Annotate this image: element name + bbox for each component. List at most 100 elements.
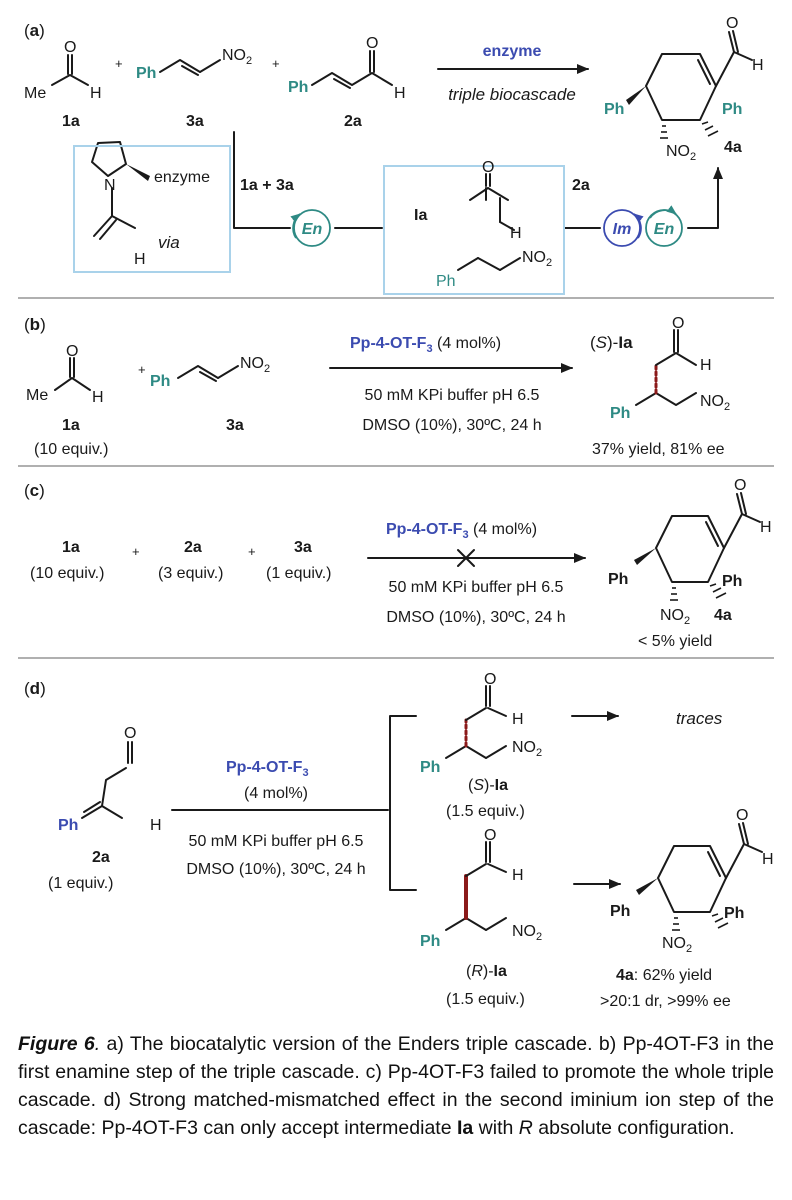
label-equiv: (3 equiv.) bbox=[158, 565, 224, 582]
atom-o: O bbox=[734, 477, 746, 494]
label-4a: 4a bbox=[724, 139, 742, 156]
atom-no2: NO2 bbox=[700, 393, 730, 413]
figure-caption: Figure 6. a) The biocatalytic version of… bbox=[18, 1033, 774, 1139]
atom-no2: NO2 bbox=[512, 923, 542, 943]
panel-d-structures bbox=[81, 685, 763, 931]
product-selectivity: >20:1 dr, >99% ee bbox=[600, 993, 731, 1010]
atom-h: H bbox=[510, 225, 522, 242]
label-enzyme: enzyme bbox=[483, 43, 542, 60]
atom-h: H bbox=[762, 851, 774, 868]
line-a-branch bbox=[233, 131, 291, 229]
atom-o: O bbox=[66, 343, 78, 360]
atom-o: O bbox=[484, 671, 496, 688]
atom-h: H bbox=[760, 519, 772, 536]
atom-o: O bbox=[672, 315, 684, 332]
svg-text:+: + bbox=[248, 544, 256, 559]
atom-o: O bbox=[726, 15, 738, 32]
atom-no2: NO2 bbox=[522, 249, 552, 269]
svg-text:En: En bbox=[654, 221, 675, 238]
label-3a: 3a bbox=[226, 417, 244, 434]
svg-text:+: + bbox=[115, 56, 123, 71]
atom-no2: NO2 bbox=[666, 143, 696, 163]
atom-no2: NO2 bbox=[240, 355, 270, 375]
enamine-box bbox=[73, 145, 231, 273]
atom-h: H bbox=[394, 85, 406, 102]
panel-d-tag: (d) bbox=[24, 679, 46, 698]
atom-ph: Ph bbox=[420, 933, 440, 950]
atom-ph: Ph bbox=[150, 373, 170, 390]
condition-1: 50 mM KPi buffer pH 6.5 bbox=[189, 833, 364, 850]
catalyst-loading: (4 mol%) bbox=[244, 785, 308, 802]
atom-ph: Ph bbox=[58, 817, 78, 834]
atom-ph: Ph bbox=[722, 101, 742, 118]
atom-ph: Ph bbox=[288, 79, 308, 96]
catalyst-label: Pp-4-OT-F3 (4 mol%) bbox=[386, 521, 537, 541]
traces-label: traces bbox=[676, 709, 723, 728]
arrow-a-return bbox=[687, 167, 723, 229]
atom-me: Me bbox=[24, 85, 46, 102]
condition-1: 50 mM KPi buffer pH 6.5 bbox=[389, 579, 564, 596]
panel-c-tag: (c) bbox=[24, 481, 45, 500]
atom-ph: Ph bbox=[610, 405, 630, 422]
label-3a: 3a bbox=[294, 539, 312, 556]
atom-h: H bbox=[150, 817, 162, 834]
atom-o: O bbox=[124, 725, 136, 742]
label-1a: 1a bbox=[62, 417, 80, 434]
bracket-d bbox=[389, 715, 417, 891]
panel-c-structures bbox=[655, 492, 761, 583]
label-2a: 2a bbox=[184, 539, 202, 556]
svg-text:Im: Im bbox=[613, 221, 632, 238]
atom-ph: Ph bbox=[610, 903, 630, 920]
atom-o: O bbox=[64, 39, 76, 56]
atom-ph: Ph bbox=[722, 573, 742, 590]
atom-o: O bbox=[482, 159, 494, 176]
wedge-bond bbox=[626, 86, 646, 105]
atom-ph: Ph bbox=[604, 101, 624, 118]
atom-no2: NO2 bbox=[662, 935, 692, 955]
atom-h: H bbox=[512, 867, 524, 884]
panel-b-structures bbox=[54, 329, 697, 406]
label-2a: 2a bbox=[344, 113, 362, 130]
atom-no2: NO2 bbox=[512, 739, 542, 759]
result-text: < 5% yield bbox=[638, 633, 712, 650]
condition-2: DMSO (10%), 30ºC, 24 h bbox=[386, 609, 565, 626]
en-circle-2: En bbox=[645, 205, 683, 247]
wedge-bond bbox=[126, 164, 150, 181]
label-3a: 3a bbox=[186, 113, 204, 130]
label-via: via bbox=[158, 233, 180, 252]
atom-no2: NO2 bbox=[222, 47, 252, 67]
catalyst-label: Pp-4-OT-F3 (4 mol%) bbox=[350, 335, 501, 355]
atom-n: N bbox=[104, 177, 116, 194]
result-text: 37% yield, 81% ee bbox=[592, 441, 725, 458]
catalyst-label: Pp-4-OT-F3 bbox=[226, 759, 309, 779]
label-step2: 2a bbox=[572, 177, 590, 194]
intermediate-box bbox=[383, 165, 565, 295]
svg-text:+: + bbox=[138, 362, 146, 377]
product-yield: 4a: 62% yield bbox=[616, 967, 712, 984]
atom-h: H bbox=[92, 389, 104, 406]
label-1a: 1a bbox=[62, 113, 80, 130]
atom-ph: Ph bbox=[608, 571, 628, 588]
atom-h: H bbox=[134, 251, 146, 268]
atom-ph: Ph bbox=[420, 759, 440, 776]
panel-a-structures bbox=[51, 30, 753, 271]
svg-text:En: En bbox=[302, 221, 323, 238]
atom-h: H bbox=[512, 711, 524, 728]
atom-no2: NO2 bbox=[660, 607, 690, 627]
condition-2: DMSO (10%), 30ºC, 24 h bbox=[186, 861, 365, 878]
wedge-bond bbox=[636, 878, 658, 895]
r-ia-label: (R)-Ia bbox=[466, 963, 507, 980]
condition-1: 50 mM KPi buffer pH 6.5 bbox=[365, 387, 540, 404]
label-enzyme-small: enzyme bbox=[154, 169, 210, 186]
atom-o: O bbox=[484, 827, 496, 844]
svg-text:+: + bbox=[132, 544, 140, 559]
en-circle-1: En bbox=[290, 209, 331, 247]
label-2a: 2a bbox=[92, 849, 110, 866]
atom-me: Me bbox=[26, 387, 48, 404]
panel-b-tag: (b) bbox=[24, 315, 46, 334]
hashed-bonds bbox=[660, 121, 729, 931]
label-1a: 1a bbox=[62, 539, 80, 556]
label-equiv: (10 equiv.) bbox=[34, 441, 108, 458]
atom-h: H bbox=[752, 57, 764, 74]
label-Ia: Ia bbox=[414, 207, 427, 224]
